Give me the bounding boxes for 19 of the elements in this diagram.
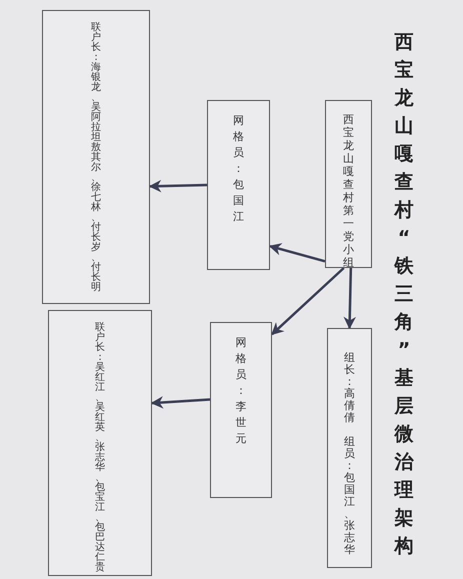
box-text: 组员：包国江、张志华 <box>344 436 356 556</box>
box <box>210 322 272 498</box>
box-text: 西宝龙山嘎查村第一党小组 <box>342 113 354 271</box>
arrow <box>268 243 326 262</box>
arrow <box>150 396 210 409</box>
box <box>48 310 152 576</box>
box <box>42 10 150 304</box>
box-text: 联户长:吴红江、吴红英、张志华、包宝江、包巴达仁贵 <box>94 323 106 575</box>
box <box>327 328 372 568</box>
box-text: 网格员：李世元 <box>235 335 247 447</box>
box-text: 组长：高倩倩 <box>344 352 356 424</box>
arrow <box>148 180 208 192</box>
box <box>207 100 270 270</box>
arrow <box>344 268 356 330</box>
box-text: 联户长:海银龙、吴阿拉坦敖其尔、徐七林、付长岁、付长明 <box>90 23 102 295</box>
box-text: 网格员：包国江 <box>232 113 244 225</box>
title: 西宝龙山嘎查村“铁三角”基层微治理架构 <box>393 30 415 559</box>
arrow <box>271 267 345 336</box>
box <box>325 100 372 268</box>
